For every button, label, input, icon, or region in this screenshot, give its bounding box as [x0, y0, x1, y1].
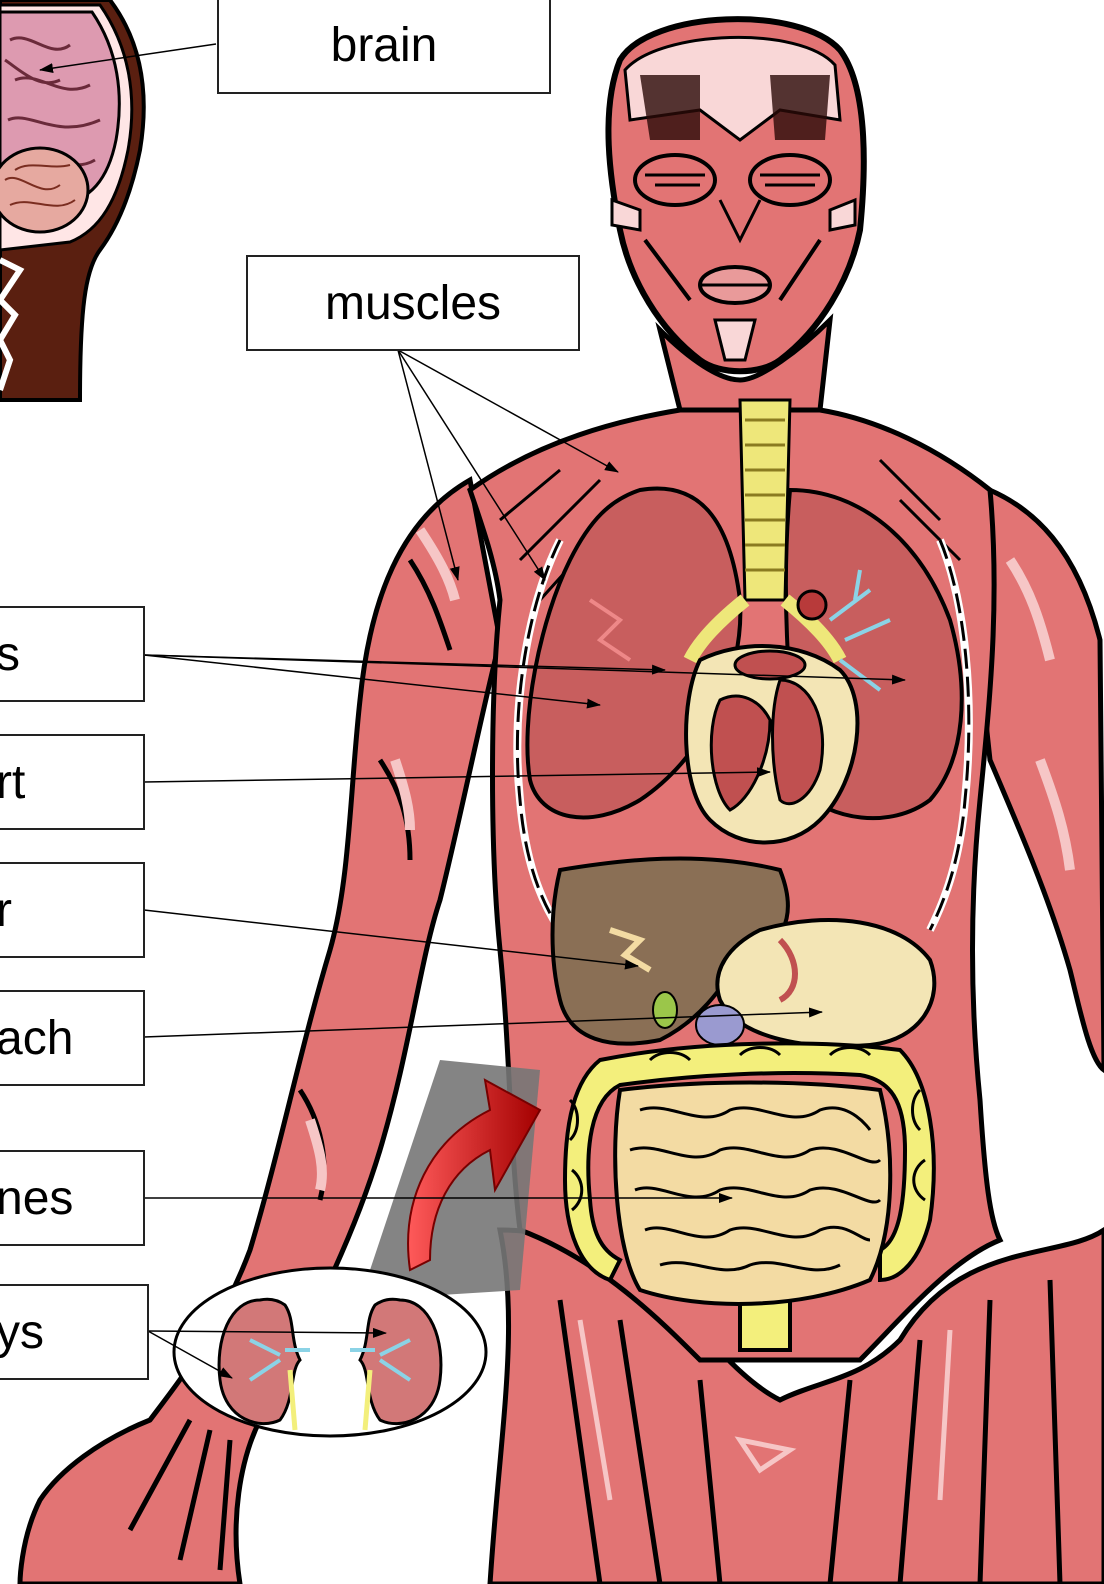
- label-liver-text: r: [0, 883, 12, 938]
- brain-inset: [0, 0, 144, 400]
- label-liver: r: [0, 862, 145, 958]
- label-muscles: muscles: [246, 255, 580, 351]
- label-kidneys: ys: [0, 1284, 149, 1380]
- label-heart-text: rt: [0, 755, 25, 810]
- label-brain-text: brain: [331, 18, 438, 73]
- kidneys-inset: [174, 1268, 486, 1436]
- label-stomach: ach: [0, 990, 145, 1086]
- label-intestines: nes: [0, 1150, 145, 1246]
- label-heart: rt: [0, 734, 145, 830]
- label-kidneys-text: ys: [0, 1305, 44, 1360]
- label-muscles-text: muscles: [325, 276, 501, 331]
- label-intestines-text: nes: [0, 1171, 73, 1226]
- label-lungs-text: s: [0, 627, 20, 682]
- label-brain: brain: [217, 0, 551, 94]
- label-lungs: s: [0, 606, 145, 702]
- leader-muscles-3: [398, 350, 618, 472]
- label-stomach-text: ach: [0, 1011, 73, 1066]
